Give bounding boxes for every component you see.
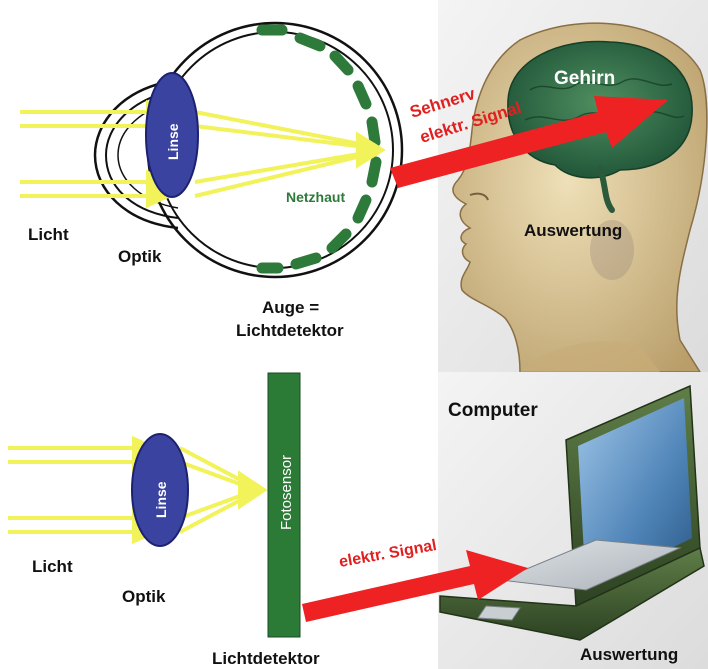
lens-top-label: Linse xyxy=(165,123,181,160)
eye-label-line2: Lichtdetektor xyxy=(236,321,344,340)
eye-label-line1: Auge = xyxy=(262,298,319,317)
cornea-inner xyxy=(104,89,179,219)
photosensor-label: Fotosensor xyxy=(278,455,295,530)
laptop-keyboard xyxy=(498,539,682,591)
detector-label-bottom: Lichtdetektor xyxy=(212,649,320,668)
signal-label-bottom: elektr. Signal xyxy=(338,537,438,571)
lens-bottom xyxy=(131,433,189,547)
sensor-signal-arrow xyxy=(302,550,528,622)
laptop-touchpad xyxy=(477,605,521,621)
laptop-illustration xyxy=(439,384,705,641)
light-label-bottom: Licht xyxy=(32,557,73,576)
computer-label: Computer xyxy=(448,400,538,421)
eye-illustration xyxy=(93,21,404,279)
retina-label: Netzhaut xyxy=(286,189,345,205)
light-label-top: Licht xyxy=(28,225,69,244)
brain-label: Gehirn xyxy=(554,68,615,89)
retina-dashes xyxy=(256,24,382,274)
lens-top xyxy=(145,72,199,198)
optics-label-bottom: Optik xyxy=(122,587,166,606)
lens-bottom-label: Linse xyxy=(153,481,169,518)
optics-label-top: Optik xyxy=(118,247,162,266)
evaluation-label-top: Auswertung xyxy=(524,221,622,240)
nerve-signal-arrow xyxy=(390,96,668,188)
cornea-outer xyxy=(93,78,179,230)
evaluation-label-bottom: Auswertung xyxy=(580,645,678,664)
photosensor-bar xyxy=(267,372,301,638)
